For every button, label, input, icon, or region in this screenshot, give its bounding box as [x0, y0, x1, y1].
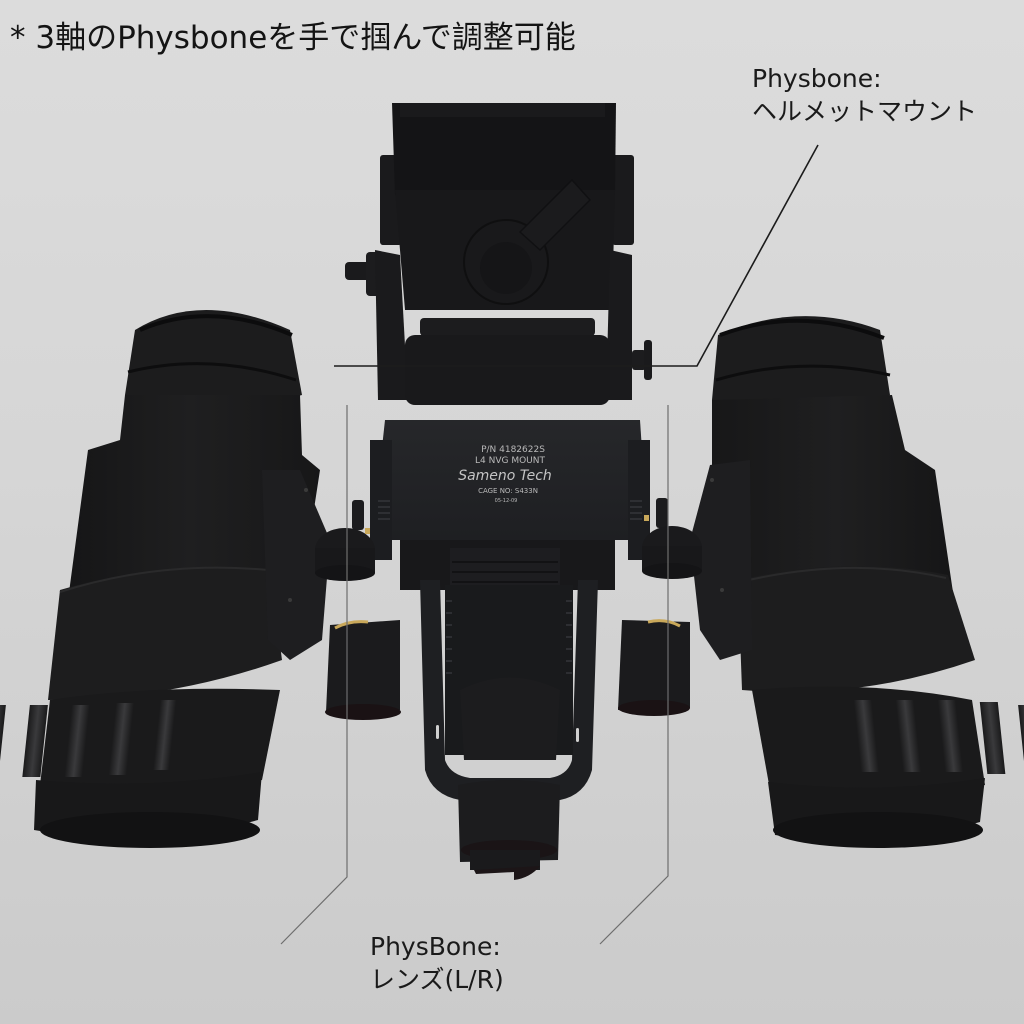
left-adjust-knob[interactable] — [315, 500, 375, 581]
headline-text: * 3軸のPhysboneを手で掴んで調整可能 — [10, 20, 576, 56]
lower-bridge[interactable] — [325, 580, 690, 800]
annotation-helmet-mount-subtitle: ヘルメットマウント — [752, 97, 978, 126]
right-eyepiece-ridges — [853, 700, 1024, 774]
right-lens-tube[interactable] — [690, 316, 1024, 848]
annotation-lens-subtitle: レンズ(L/R) — [370, 965, 504, 994]
left-lens-tube[interactable] — [0, 310, 330, 848]
annotation-lens: PhysBone: レンズ(L/R) — [370, 930, 504, 996]
helmet-mount[interactable] — [345, 103, 652, 405]
annotation-lens-title: PhysBone: — [370, 932, 501, 961]
right-adjust-knob[interactable] — [642, 498, 702, 579]
center-mount-plate[interactable]: P/N 4182622S L4 NVG MOUNT Sameno Tech CA… — [370, 420, 650, 590]
left-eyepiece-ridges — [0, 700, 177, 777]
plate-brand: Sameno Tech — [458, 468, 552, 484]
plate-date: 05-12-09 — [495, 498, 518, 504]
leader-line-helmet-mount — [334, 144, 819, 367]
plate-part-number: P/N 4182622S — [481, 445, 545, 455]
annotation-helmet-mount: Physbone: ヘルメットマウント — [752, 62, 977, 128]
plate-model: L4 NVG MOUNT — [475, 456, 545, 466]
leader-line-lens-left — [280, 405, 348, 945]
leader-line-lens-right — [599, 405, 669, 945]
bottom-post[interactable] — [458, 780, 560, 880]
annotation-helmet-mount-title: Physbone: — [752, 64, 882, 93]
plate-cage: CAGE NO: S433N — [478, 487, 538, 495]
